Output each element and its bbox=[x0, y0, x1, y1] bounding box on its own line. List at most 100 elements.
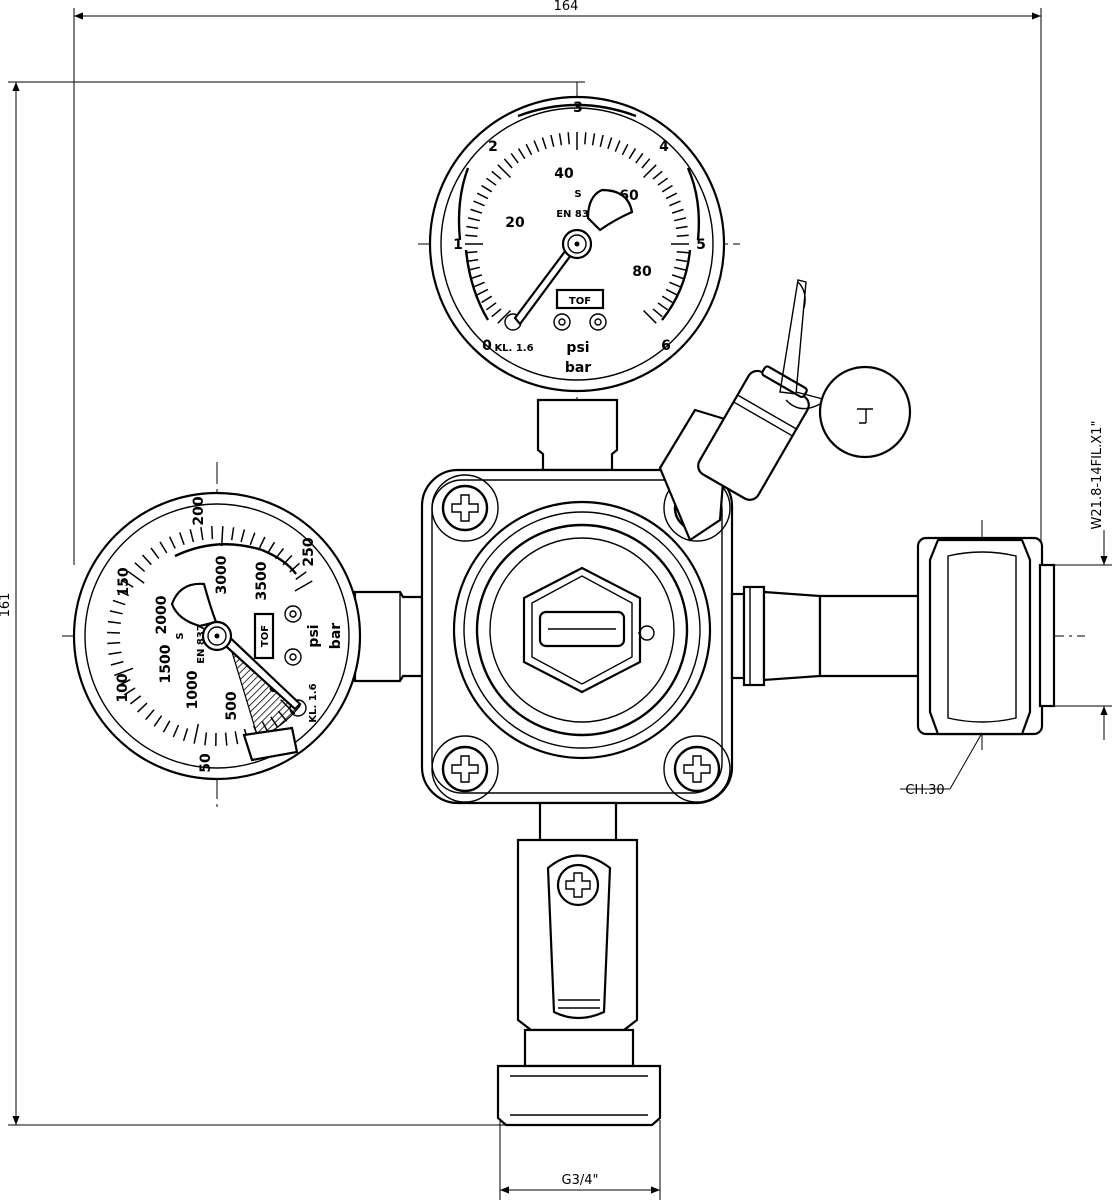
dial-minor-tick bbox=[675, 225, 688, 230]
dial-minor-tick bbox=[211, 526, 214, 540]
dial-minor-tick bbox=[599, 134, 604, 147]
left-gauge-unit-psi: psi bbox=[306, 624, 322, 647]
dial-minor-tick bbox=[470, 274, 483, 280]
dial-minor-tick bbox=[567, 132, 570, 145]
top-bar-label-2: 2 bbox=[488, 139, 498, 155]
dial-minor-tick bbox=[657, 177, 669, 186]
dial-minor-tick bbox=[671, 208, 684, 214]
left-psi-label-2000: 2000 bbox=[154, 595, 170, 634]
dial-minor-tick bbox=[641, 158, 651, 169]
regulator-body bbox=[420, 468, 734, 805]
dial-minor-tick bbox=[669, 281, 681, 288]
dial-minor-tick bbox=[258, 536, 266, 550]
top-gauge-unit-bar: bar bbox=[565, 360, 591, 376]
dial-minor-tick bbox=[476, 288, 489, 296]
dial-minor-tick bbox=[473, 200, 485, 207]
gauge-stems bbox=[353, 398, 619, 683]
safety-tag bbox=[818, 365, 912, 459]
dial-minor-tick bbox=[676, 234, 689, 237]
dial-minor-tick bbox=[652, 308, 663, 318]
top-pressure-gauge: 0 1 2 3 4 5 6 20 40 60 80 S EN 837 KL. 1… bbox=[428, 95, 726, 393]
dial-minor-tick bbox=[665, 192, 678, 200]
top-gauge-unit-psi: psi bbox=[566, 340, 589, 356]
left-bar-label-250: 250 bbox=[301, 537, 317, 566]
dial-minor-tick bbox=[172, 724, 180, 738]
dial-minor-tick bbox=[517, 148, 526, 160]
dial-minor-tick bbox=[121, 579, 134, 588]
left-psi-label-3000: 3000 bbox=[214, 555, 230, 594]
dial-minor-tick bbox=[550, 134, 555, 147]
dial-minor-tick bbox=[230, 527, 235, 541]
dial-minor-tick bbox=[525, 143, 533, 156]
dial-minor-tick bbox=[661, 184, 673, 193]
dial-major-tick bbox=[193, 723, 200, 744]
dial-minor-tick bbox=[621, 143, 629, 156]
dial-minor-tick bbox=[510, 152, 519, 164]
dial-minor-tick bbox=[109, 610, 123, 615]
dial-minor-tick bbox=[665, 288, 678, 296]
dial-major-tick bbox=[497, 309, 512, 324]
dial-minor-tick bbox=[503, 158, 513, 169]
dial-minor-tick bbox=[541, 137, 547, 150]
dial-major-tick bbox=[642, 309, 657, 324]
dial-minor-tick bbox=[110, 660, 124, 666]
left-gauge-logo: TOF bbox=[260, 625, 271, 647]
left-psi-label-3500: 3500 bbox=[254, 561, 270, 600]
dial-minor-tick bbox=[657, 302, 669, 311]
dial-minor-tick bbox=[145, 709, 155, 721]
top-bar-label-1: 1 bbox=[453, 237, 463, 253]
dial-minor-tick bbox=[123, 687, 136, 696]
dial-minor-tick bbox=[129, 695, 142, 705]
dial-minor-tick bbox=[112, 599, 126, 606]
top-psi-label-80: 80 bbox=[632, 264, 652, 280]
screw-bottom-left bbox=[431, 735, 499, 803]
top-gauge-arcs bbox=[464, 249, 692, 321]
dial-minor-tick bbox=[635, 152, 644, 164]
dial-minor-tick bbox=[481, 184, 493, 193]
dial-minor-tick bbox=[558, 133, 563, 146]
left-gauge-mark: S bbox=[175, 632, 186, 639]
dial-minor-tick bbox=[159, 541, 168, 554]
dial-major-tick bbox=[127, 570, 145, 584]
dial-minor-tick bbox=[491, 170, 502, 180]
dim-overall-height: 161 bbox=[0, 593, 13, 618]
top-bar-label-6: 6 bbox=[661, 338, 671, 354]
dial-minor-tick bbox=[150, 547, 160, 559]
dial-minor-tick bbox=[134, 562, 146, 573]
left-psi-label-500: 500 bbox=[224, 691, 240, 720]
dial-minor-tick bbox=[533, 140, 540, 152]
dial-minor-tick bbox=[240, 529, 246, 543]
dial-minor-tick bbox=[275, 547, 285, 560]
dial-minor-tick bbox=[607, 137, 613, 150]
dial-minor-tick bbox=[204, 732, 208, 746]
left-gauge-unit-bar: bar bbox=[328, 623, 344, 649]
dial-minor-tick bbox=[614, 140, 621, 152]
dial-major-tick bbox=[114, 667, 134, 677]
dial-major-tick bbox=[294, 580, 313, 592]
top-bar-label-3: 3 bbox=[573, 100, 583, 116]
dial-minor-tick bbox=[224, 732, 228, 746]
dial-minor-tick bbox=[652, 170, 663, 180]
left-gauge-standard: EN 837 bbox=[196, 624, 207, 664]
dial-minor-tick bbox=[182, 728, 189, 742]
dim-hex-size: CH.30 bbox=[905, 783, 944, 798]
dial-minor-tick bbox=[584, 132, 587, 145]
dim-inlet-thread: G3/4" bbox=[562, 1173, 599, 1188]
dial-minor-tick bbox=[485, 177, 497, 186]
dial-minor-tick bbox=[674, 266, 687, 271]
dial-minor-tick bbox=[476, 192, 489, 200]
outlet-fitting bbox=[730, 536, 1056, 736]
top-gauge-class: KL. 1.6 bbox=[494, 343, 533, 354]
dial-minor-tick bbox=[675, 258, 688, 263]
dial-minor-tick bbox=[295, 571, 307, 581]
screw-bottom-right bbox=[663, 735, 731, 803]
top-psi-label-40: 40 bbox=[554, 166, 574, 182]
dial-minor-tick bbox=[153, 715, 163, 727]
dial-minor-tick bbox=[178, 532, 185, 545]
left-bar-label-100: 100 bbox=[115, 673, 131, 702]
dial-minor-tick bbox=[661, 295, 673, 304]
top-gauge-mark: S bbox=[574, 189, 581, 200]
dial-minor-tick bbox=[200, 527, 204, 541]
dial-minor-tick bbox=[249, 532, 256, 546]
